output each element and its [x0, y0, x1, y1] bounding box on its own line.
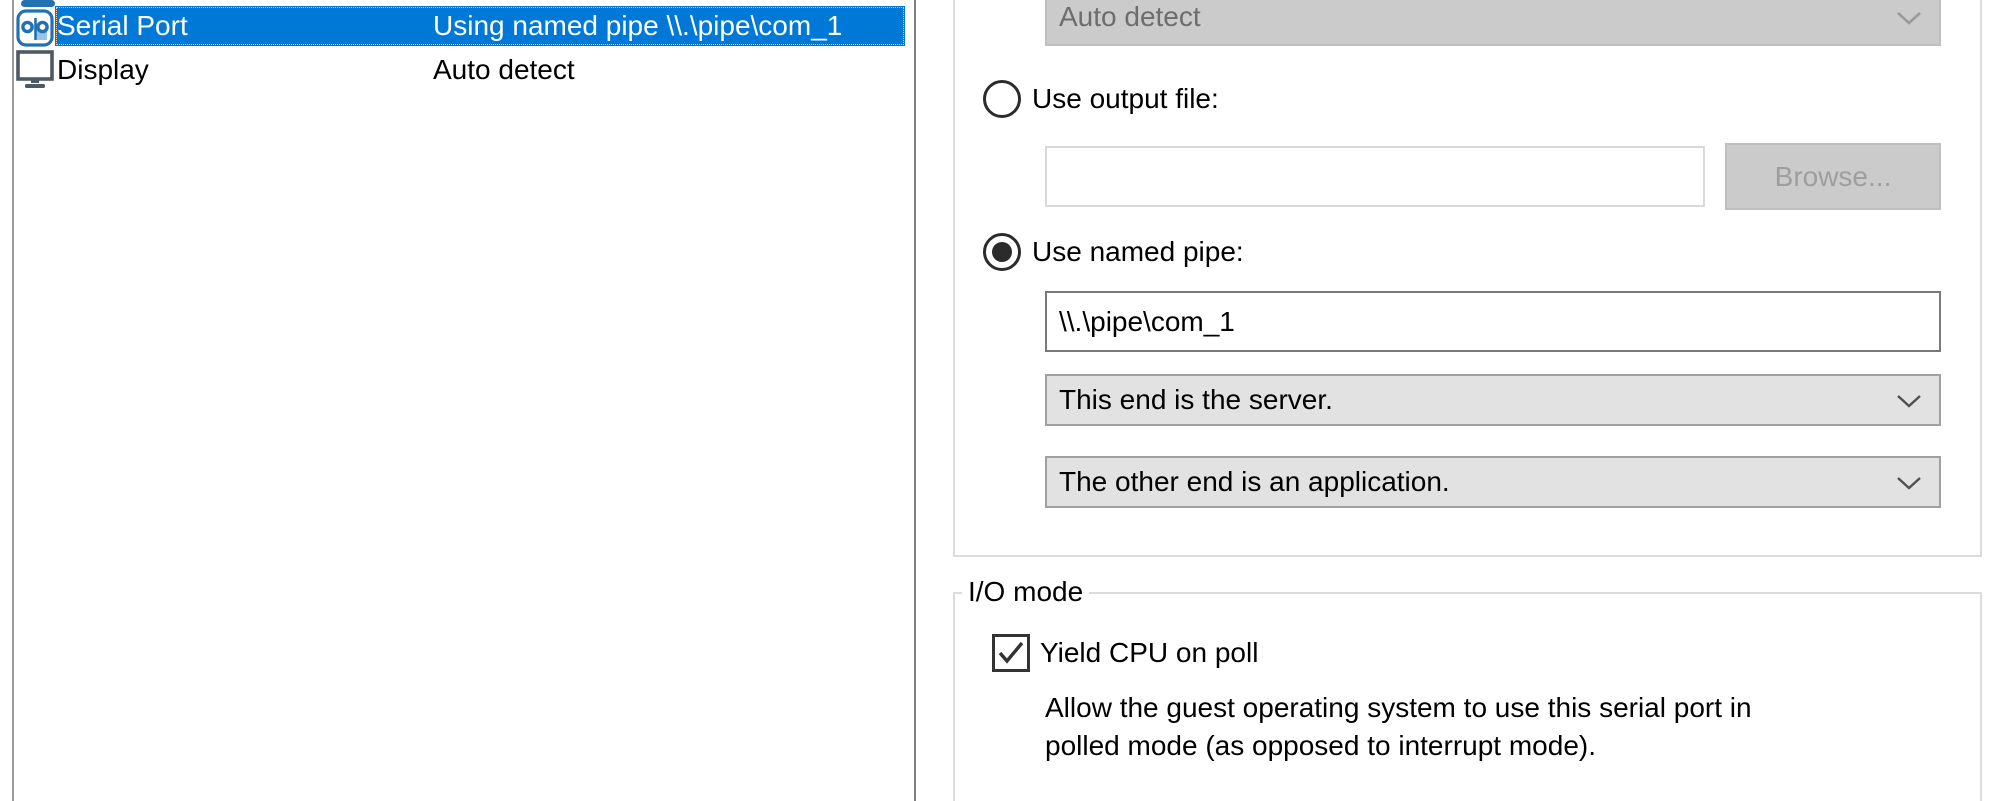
pipe-end-dropdown-value: This end is the server. — [1059, 384, 1333, 415]
checkbox-checked-icon[interactable] — [992, 634, 1030, 672]
browse-button[interactable]: Browse... — [1725, 143, 1941, 210]
device-summary: Auto detect — [433, 54, 575, 85]
device-name: Serial Port — [57, 10, 188, 41]
use-named-pipe-radio[interactable]: Use named pipe: — [983, 232, 1244, 272]
pipe-other-end-dropdown-value: The other end is an application. — [1059, 466, 1450, 497]
auto-detect-dropdown-value: Auto detect — [1059, 1, 1201, 32]
io-mode-group-title: I/O mode — [962, 576, 1090, 608]
io-mode-group-box — [953, 592, 1982, 801]
auto-detect-dropdown[interactable]: Auto detect — [1045, 0, 1941, 46]
device-list-left-border — [12, 0, 14, 801]
use-output-file-radio[interactable]: Use output file: — [983, 79, 1219, 119]
device-row-serial-port[interactable]: Serial Port Using named pipe \\.\pipe\co… — [55, 6, 905, 46]
serial-port-icon — [16, 8, 54, 48]
device-name: Display — [57, 54, 149, 85]
yield-cpu-checkbox-row[interactable]: Yield CPU on poll — [992, 633, 1258, 673]
chevron-down-icon — [1895, 1, 1923, 33]
truncated-device-icon — [21, 0, 55, 14]
named-pipe-value: \\.\pipe\com_1 — [1059, 305, 1235, 337]
io-mode-description-line1: Allow the guest operating system to use … — [1045, 692, 1752, 723]
use-named-pipe-label: Use named pipe: — [1032, 236, 1244, 267]
browse-button-label: Browse... — [1774, 160, 1892, 192]
display-icon — [16, 50, 54, 90]
output-file-input[interactable] — [1045, 146, 1705, 207]
pipe-other-end-dropdown[interactable]: The other end is an application. — [1045, 456, 1941, 508]
io-mode-description-line2: polled mode (as opposed to interrupt mod… — [1045, 730, 1596, 761]
use-output-file-label: Use output file: — [1032, 83, 1219, 114]
io-mode-title-text: I/O mode — [968, 576, 1084, 607]
radio-selected-icon[interactable] — [983, 233, 1021, 271]
device-row-display-summary[interactable]: Auto detect — [433, 52, 575, 88]
radio-icon[interactable] — [983, 80, 1021, 118]
pipe-end-dropdown[interactable]: This end is the server. — [1045, 374, 1941, 426]
yield-cpu-label: Yield CPU on poll — [1040, 637, 1259, 668]
truncated-device-icon-bar-blue — [21, 0, 55, 7]
device-row-display[interactable]: Display — [57, 52, 149, 88]
chevron-down-icon — [1895, 466, 1923, 498]
chevron-down-icon — [1895, 384, 1923, 416]
named-pipe-input[interactable]: \\.\pipe\com_1 — [1045, 291, 1941, 352]
connection-group-box — [953, 0, 1982, 557]
device-summary: Using named pipe \\.\pipe\com_1 — [433, 10, 843, 41]
device-list-right-border — [914, 0, 916, 801]
